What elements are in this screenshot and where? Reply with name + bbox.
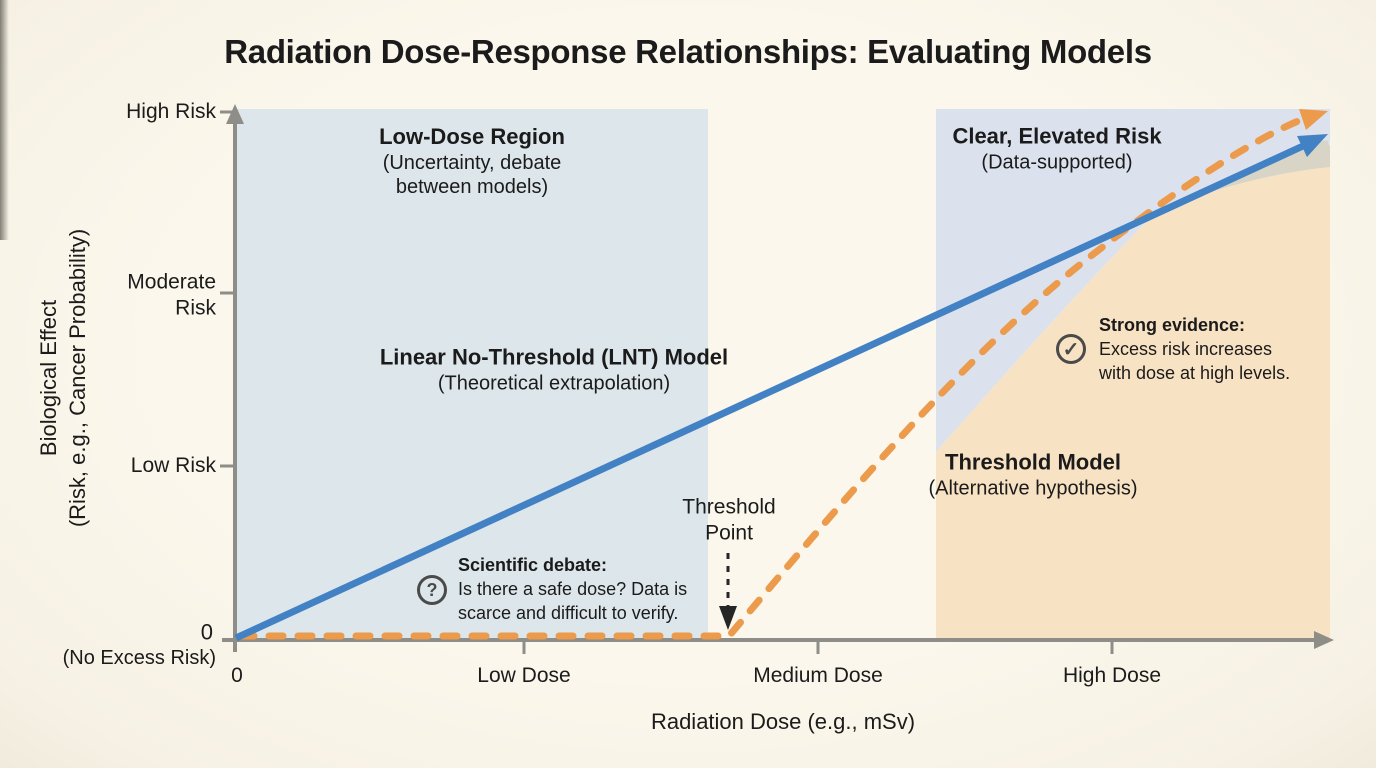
y-tick-label-low-risk: Low Risk — [130, 454, 216, 478]
scientific-debate-text-line2: scarce and difficult to verify. — [458, 602, 679, 623]
y-axis-label-line1: Biological Effect — [35, 299, 61, 457]
x-tick-label-high-dose: High Dose — [1062, 664, 1162, 687]
chart-title: Radiation Dose-Response Relationships: E… — [224, 33, 1152, 70]
strong-evidence-text-line2: with dose at high levels. — [1099, 362, 1291, 383]
strong-evidence-text-line1: Excess risk increases — [1099, 339, 1273, 360]
y-tick-label-moderate-risk: Moderate Risk — [127, 270, 216, 319]
x-tick-label-zero: 0 — [231, 664, 243, 687]
region-low-dose-band — [236, 109, 708, 640]
threshold-model-name: Threshold Model — [945, 449, 1121, 475]
y-tick-label-zero: 0 — [200, 619, 213, 645]
x-axis-arrowhead — [1314, 631, 1334, 649]
lnt-model-line — [234, 142, 1305, 642]
scientific-debate-heading: Scientific debate: — [458, 555, 608, 576]
photo-edge-shadow — [0, 0, 9, 240]
y-axis-label-line2: (Risk, e.g., Cancer Probability) — [65, 228, 90, 528]
region-clear-risk-band — [936, 109, 1330, 452]
threshold-model-label: Threshold Model (Alternative hypothesis) — [863, 449, 1203, 500]
lnt-model-label: Linear No-Threshold (LNT) Model (Theoret… — [324, 344, 784, 395]
threshold-point-label: Threshold Point — [682, 495, 776, 545]
x-tick-label-medium-dose: Medium Dose — [753, 664, 883, 687]
scientific-debate-note: Scientific debate: Is there a safe dose?… — [458, 554, 718, 626]
threshold-point-arrowhead — [719, 606, 737, 630]
scientific-debate-text-line1: Is there a safe dose? Data is — [458, 579, 688, 600]
y-axis-label: Biological Effect (Risk, e.g., Cancer Pr… — [34, 229, 92, 527]
y-axis-arrowhead — [226, 104, 244, 124]
question-circle-icon: ? — [417, 575, 447, 605]
y-tick-label-no-excess-risk: (No Excess Risk) — [62, 646, 216, 669]
lnt-model-arrowhead — [1297, 134, 1328, 157]
clear-risk-region-label: Clear, Elevated Risk (Data-supported) — [907, 123, 1207, 174]
y-tick-label-high-risk: High Risk — [126, 100, 216, 124]
strong-evidence-heading: Strong evidence: — [1099, 315, 1246, 336]
check-circle-icon: ✓ — [1056, 334, 1086, 364]
lnt-model-name: Linear No-Threshold (LNT) Model — [379, 344, 729, 370]
clear-risk-region-name: Clear, Elevated Risk — [952, 123, 1162, 149]
low-dose-region-note: (Uncertainty, debate between models) — [382, 152, 562, 199]
low-dose-region-label: Low-Dose Region (Uncertainty, debate bet… — [365, 124, 580, 200]
low-dose-region-name: Low-Dose Region — [379, 124, 565, 150]
threshold-model-line — [236, 115, 1307, 640]
threshold-model-note: (Alternative hypothesis) — [928, 477, 1138, 500]
x-tick-label-low-dose: Low Dose — [477, 664, 571, 687]
threshold-model-arrowhead — [1299, 109, 1328, 130]
region-threshold-fill — [936, 167, 1330, 640]
lnt-model-note: (Theoretical extrapolation) — [437, 372, 671, 395]
clear-risk-region-note: (Data-supported) — [981, 151, 1133, 174]
strong-evidence-note: Strong evidence: Excess risk increases w… — [1099, 314, 1334, 386]
x-axis-label: Radiation Dose (e.g., mSv) — [650, 709, 916, 734]
